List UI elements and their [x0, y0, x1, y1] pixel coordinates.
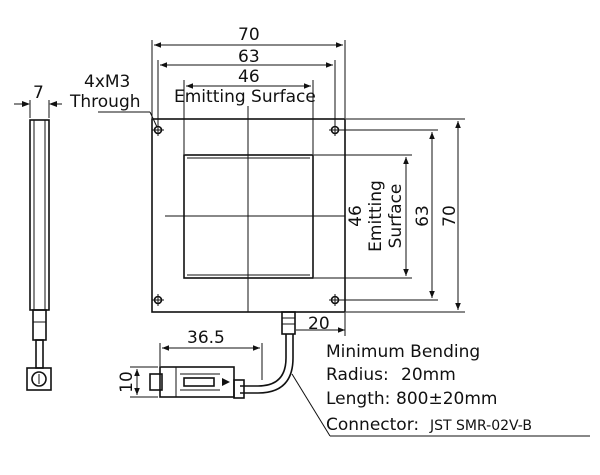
note-radius-value: 20mm	[401, 365, 456, 385]
hole-pitch-v-dim: 63	[413, 205, 433, 227]
overall-width-dim: 70	[238, 25, 260, 45]
notes-block: Minimum Bending Radius: 20mm Length: 800…	[326, 342, 532, 435]
connector-body	[159, 366, 235, 398]
overall-height-dim: 70	[440, 205, 460, 227]
emit-height-dim: 46	[346, 205, 366, 227]
note-length-value: 800±20mm	[396, 389, 497, 409]
side-view-body	[29, 119, 50, 311]
note-connector-value: JST SMR-02V-B	[429, 418, 532, 434]
connector-height-dim: 10	[117, 371, 137, 393]
note-length-label: Length:	[326, 389, 390, 409]
notes-leader	[291, 373, 331, 437]
hole-type-label: Through	[69, 92, 141, 112]
side-connector	[26, 367, 52, 391]
cable-assembly: 20 36.5 10	[117, 311, 590, 437]
emit-height-label-1: Emitting	[366, 180, 386, 252]
emit-width-label: Emitting Surface	[174, 87, 316, 107]
thickness-dim-label: 7	[33, 83, 44, 103]
cable-offset-dim: 20	[308, 314, 330, 334]
emit-height-label-2: Surface	[386, 184, 406, 249]
hole-count-label: 4xM3	[84, 72, 130, 92]
hole-pitch-h-dim: 63	[238, 47, 260, 67]
connector-length-dim: 36.5	[187, 328, 225, 348]
mounting-hole-bl	[152, 294, 164, 306]
note-min-bending: Minimum Bending	[326, 342, 480, 362]
front-view: 4xM3 Through 70 63 46 Emitting Surface 7…	[69, 25, 465, 313]
note-radius-label: Radius:	[326, 365, 389, 385]
note-connector-label: Connector:	[326, 415, 419, 435]
emit-width-dim: 46	[238, 67, 260, 87]
cable	[240, 334, 287, 387]
side-cable	[35, 339, 44, 369]
cable-gland	[281, 311, 296, 335]
side-view: 7	[14, 83, 62, 391]
